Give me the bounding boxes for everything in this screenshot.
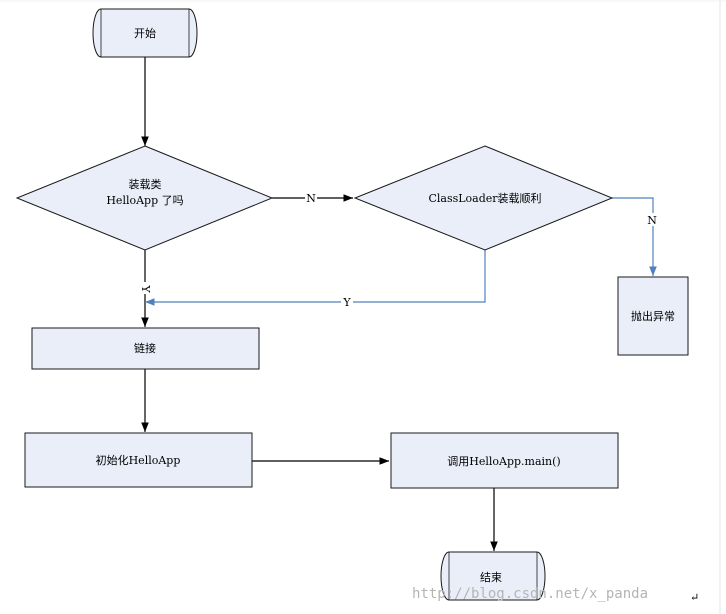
init-label: 初始化HelloApp [96,453,181,467]
decision-classloader-label: ClassLoader装载顺利 [428,192,541,205]
end-label: 结束 [480,571,502,584]
decision-classloader-diamond [353,145,614,251]
node-init: 初始化HelloApp [24,432,253,488]
node-decision-loaded: 装载类 HelloApp 了吗 [15,145,274,251]
edge-label-loaded-no: N [306,192,316,205]
node-link: 链接 [31,327,260,370]
decision-loaded-label-line2: HelloApp 了吗 [106,194,183,207]
watermark-text: http://blog.csdn.net/x_panda [412,586,648,602]
call-main-label: 调用HelloApp.main() [447,455,560,468]
decision-loaded-diamond [15,145,274,251]
throw-exception-label: 抛出异常 [631,309,675,323]
node-throw-exception: 抛出异常 [617,276,689,356]
link-label: 链接 [134,341,156,355]
edge-label-classloader-yes: Y [342,296,351,309]
init-box [24,432,253,488]
node-call-main: 调用HelloApp.main() [390,432,619,489]
call-main-box [390,432,619,489]
edge-label-loaded-yes: Y [139,284,152,293]
edge-label-y-bg [139,282,151,294]
edge-label-classloader-no: N [647,214,657,227]
throw-exception-box [617,276,689,356]
start-label: 开始 [134,26,156,40]
link-box [31,327,260,370]
edge-label-n-bg [305,191,317,204]
edge-classloader-to-exception [612,197,657,276]
paragraph-return-mark: ↵ [690,591,699,604]
node-decision-classloader: ClassLoader装载顺利 [353,145,614,251]
edge-label-y2-bg [341,295,353,308]
node-start: 开始 [92,8,198,58]
decision-loaded-label-line1: 装载类 [129,177,162,191]
edge-classloader-to-link [145,250,486,306]
edge-label-n2-bg [646,213,659,226]
node-end: 结束 [440,551,546,601]
